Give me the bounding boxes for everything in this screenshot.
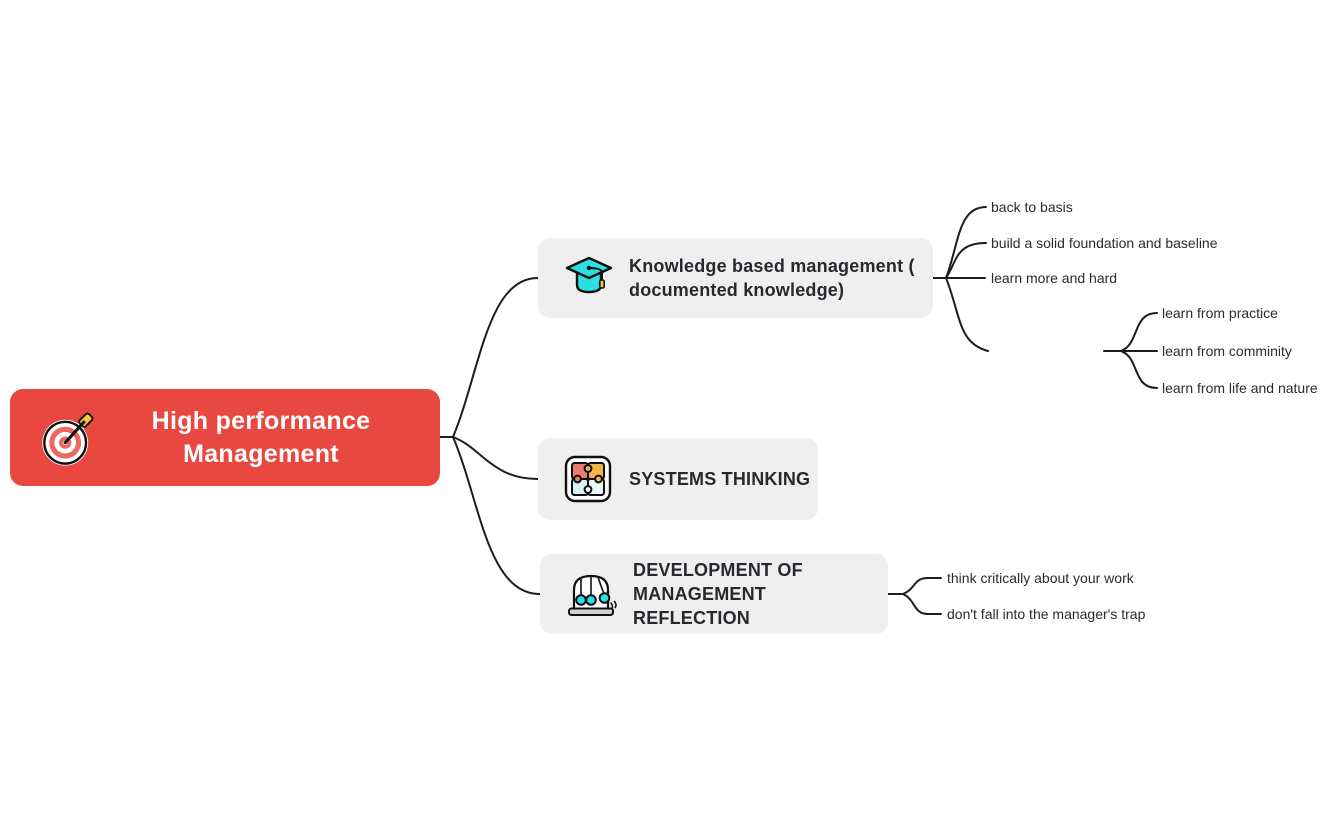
newtons-cradle-icon: [565, 569, 617, 619]
branch-node-development[interactable]: DEVELOPMENT OF MANAGEMENT REFLECTION: [540, 554, 888, 634]
leaf-think-critically[interactable]: think critically about your work: [947, 570, 1134, 586]
edge-subgroup-to-practice: [1120, 312, 1158, 352]
branch-node-knowledge-label: Knowledge based management ( documented …: [629, 256, 915, 300]
edge-knowledge-to-build: [945, 242, 987, 279]
edge-subgroup-to-life-nature: [1120, 350, 1158, 389]
edge-development-to-trap: [902, 593, 942, 615]
leaf-dont-fall-managers-trap[interactable]: don't fall into the manager's trap: [947, 606, 1146, 622]
leaf-build-solid-foundation[interactable]: build a solid foundation and baseline: [991, 235, 1218, 251]
graduation-cap-icon: [563, 252, 615, 304]
edge-root-to-knowledge: [452, 277, 539, 438]
root-node-label: High performance Management: [151, 406, 371, 468]
branch-node-systems-thinking-label: SYSTEMS THINKING: [629, 469, 811, 489]
target-icon: [38, 408, 98, 468]
edge-development-to-think: [902, 577, 942, 595]
leaf-learn-from-practice[interactable]: learn from practice: [1162, 305, 1278, 321]
edge-knowledge-to-back-to-basis: [945, 206, 987, 279]
edges-knowledge: [932, 206, 1158, 389]
branch-node-knowledge[interactable]: Knowledge based management ( documented …: [538, 238, 933, 318]
leaf-learn-from-life-and-nature[interactable]: learn from life and nature: [1162, 380, 1318, 396]
leaf-learn-from-comminity[interactable]: learn from comminity: [1162, 343, 1292, 359]
edges-development: [887, 577, 942, 615]
edges-root: [439, 277, 541, 595]
branch-node-systems-thinking[interactable]: SYSTEMS THINKING: [538, 438, 818, 520]
edge-root-to-systems: [452, 436, 539, 480]
leaf-learn-more-and-hard[interactable]: learn more and hard: [991, 270, 1118, 286]
root-node[interactable]: High performance Management: [10, 389, 440, 486]
leaf-back-to-basis[interactable]: back to basis: [991, 199, 1073, 215]
branch-node-development-label: DEVELOPMENT OF MANAGEMENT REFLECTION: [633, 560, 803, 628]
puzzle-icon: [563, 454, 613, 504]
edge-knowledge-to-subgroup: [945, 277, 989, 352]
edge-root-to-development: [452, 436, 541, 595]
